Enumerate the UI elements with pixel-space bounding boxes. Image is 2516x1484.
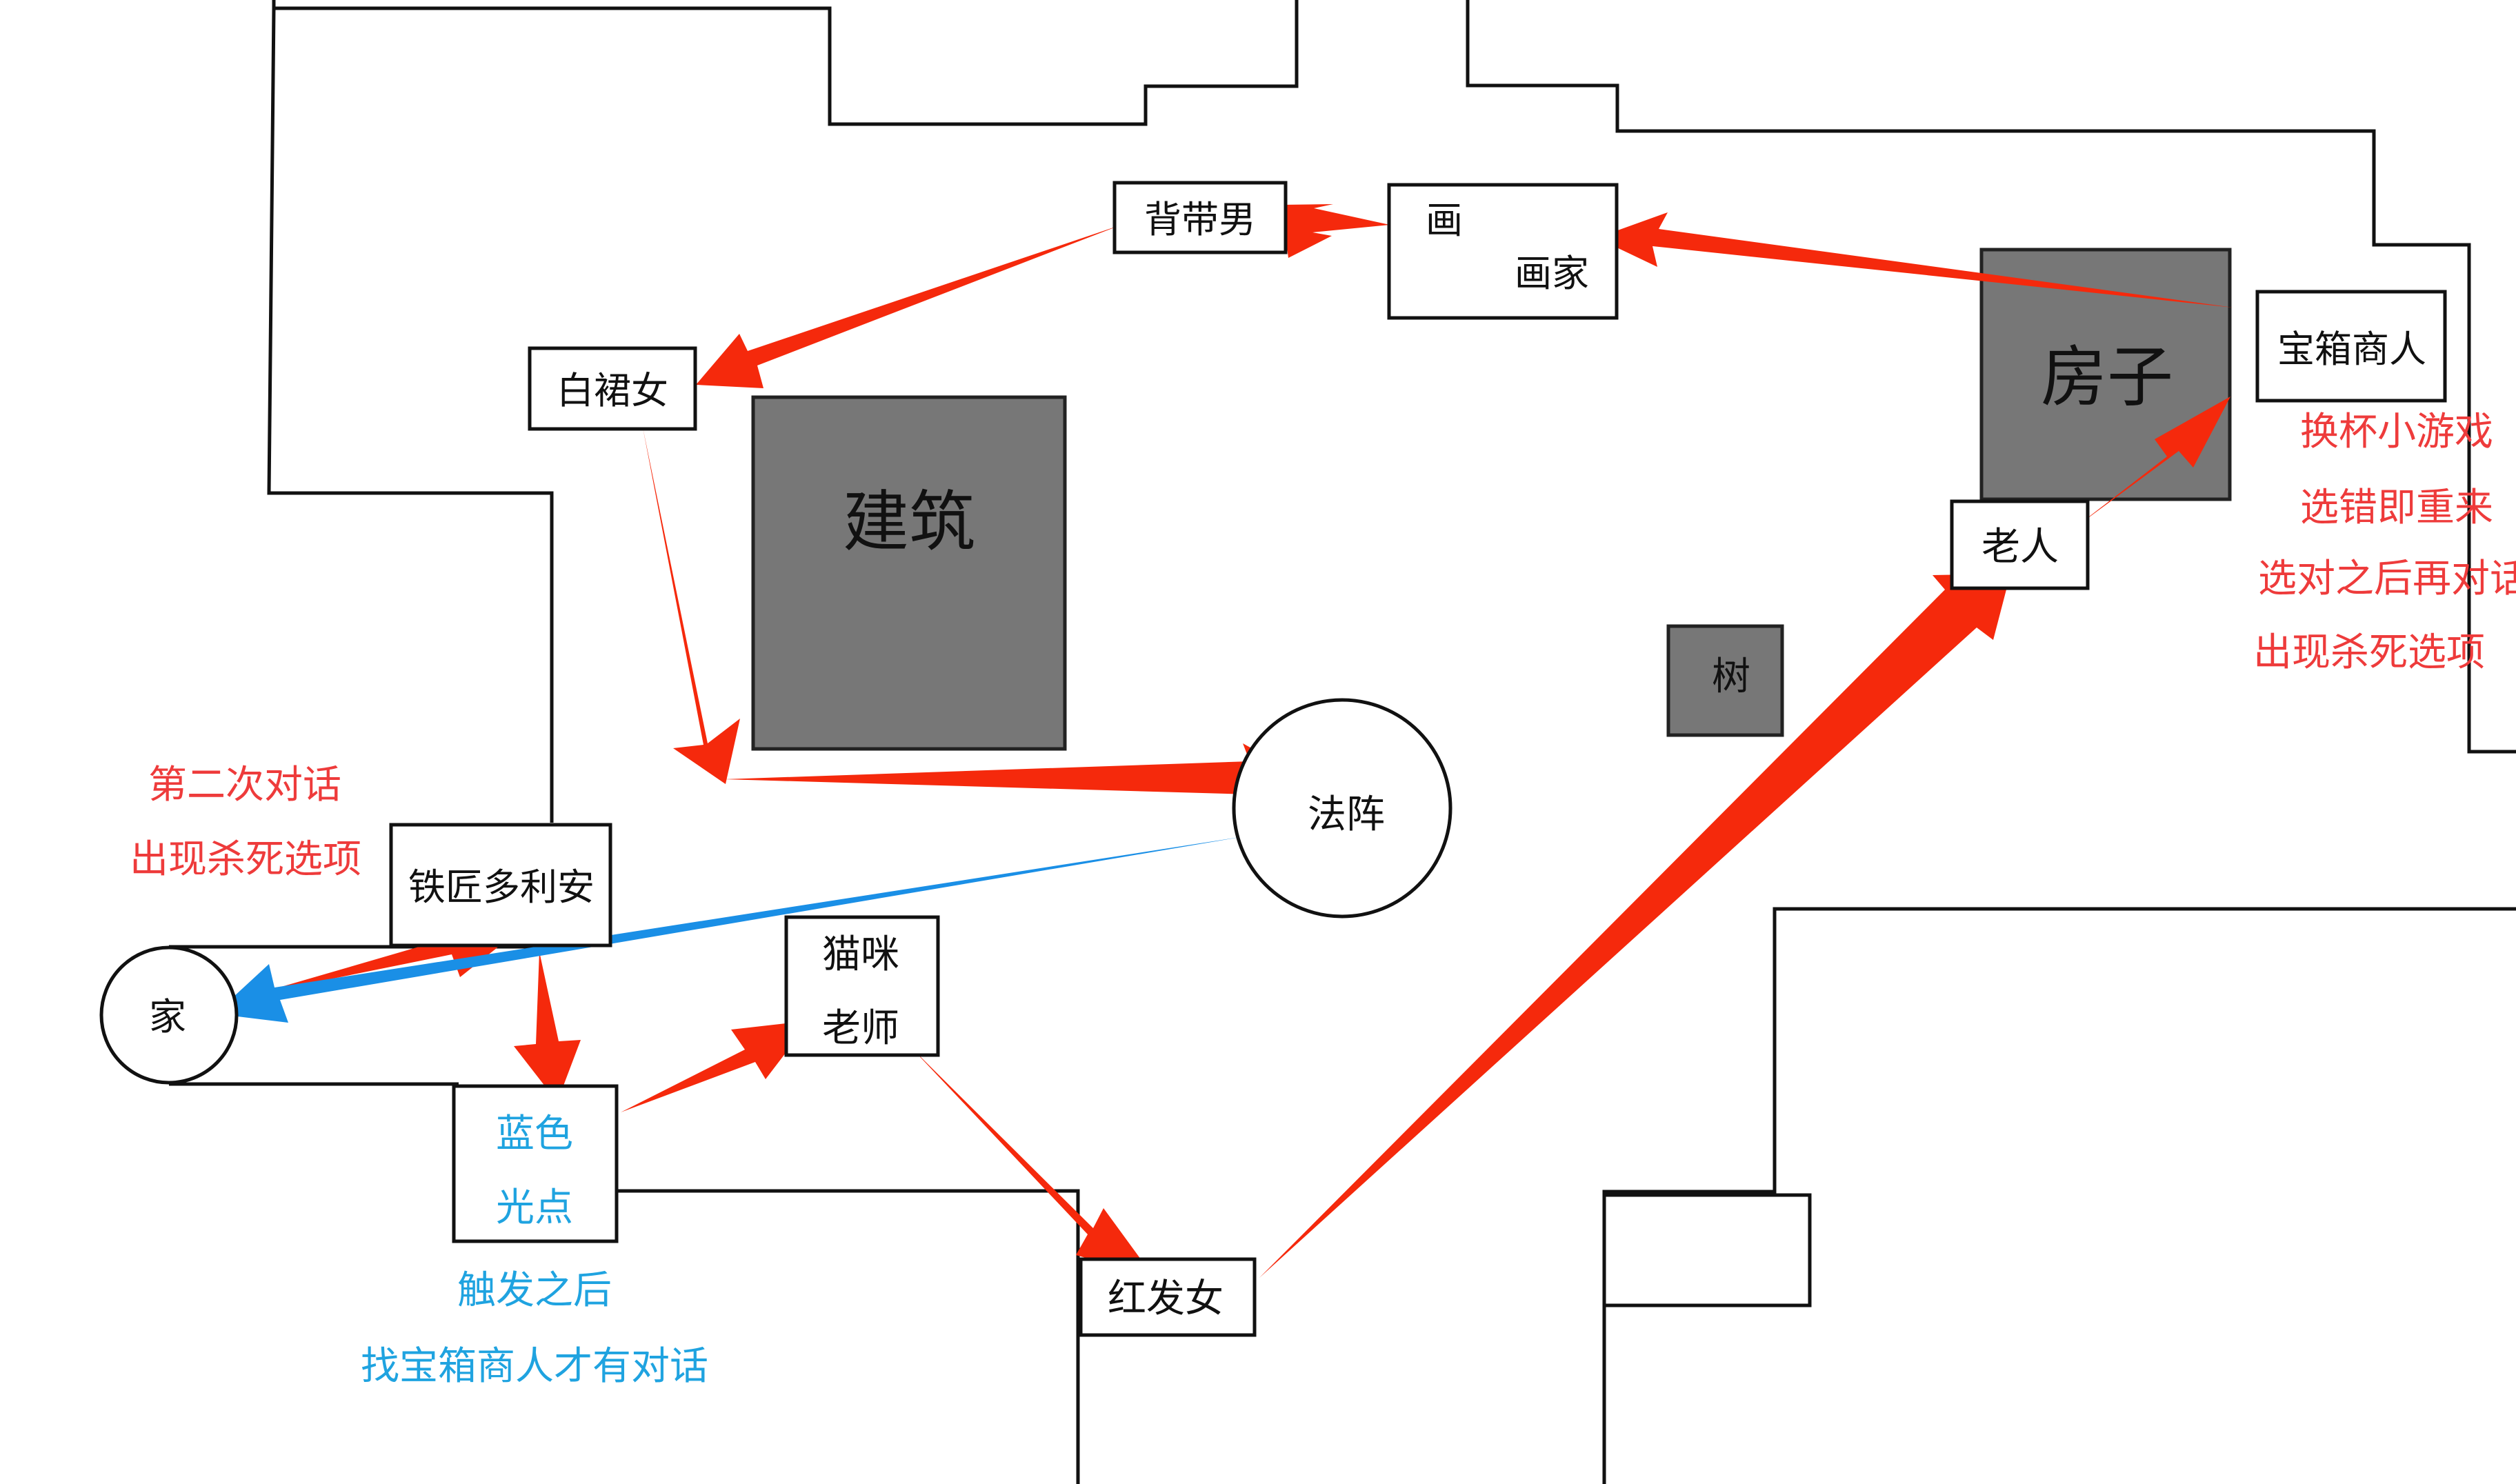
arrow-to-magic-circle [724,743,1317,812]
npc-treasure-merchant-label: 宝箱商人 [2277,328,2426,371]
npc-red-hair-woman[interactable]: 红发女 [1079,1257,1257,1337]
blacksmith-note-line-2: 出现杀死选项 [130,837,361,882]
home[interactable]: 家 [99,945,239,1085]
painter-box[interactable]: 画 画家 [1387,183,1619,320]
merchant-note-line-1: 换杯小游戏 [2300,410,2493,454]
blue-dot-note: 触发之后 找宝箱商人才有对话 [361,1268,708,1389]
arrow-magic-circle-to-home [215,836,1248,1023]
house-label: 房子 [2041,339,2173,416]
magic-circle[interactable]: 法阵 [1232,698,1452,919]
merchant-note-line-4: 出现杀死选项 [2253,630,2485,675]
building-main-label: 建筑 [843,483,975,561]
npc-blacksmith[interactable]: 铁匠多利安 [389,823,612,947]
merchant-note: 换杯小游戏 选错即重来 选对之后再对话 出现杀死选项 [2253,410,2516,675]
wall-lower-mid [616,1189,1080,1484]
npc-treasure-merchant[interactable]: 宝箱商人 [2255,290,2447,403]
blacksmith-note-line-1: 第二次对话 [148,763,341,808]
arrow-bluedot-to-cat [621,1021,810,1112]
arrow-redhair-to-oldman [1259,574,2010,1278]
npc-blacksmith-label: 铁匠多利安 [408,865,595,909]
arrow-blacksmith-to-bluedot [514,952,581,1102]
merchant-note-line-2: 选错即重来 [2300,485,2493,530]
blacksmith-note: 第二次对话 出现杀死选项 [130,763,361,882]
painting-label: 画 [1426,199,1463,242]
small-room [1602,1193,1812,1307]
npc-old-man[interactable]: 老人 [1950,499,2090,590]
arrow-backpack-to-whiteskirt [696,225,1121,388]
arrow-painter-to-backpack [1281,204,1390,258]
blue-dot-label-1: 蓝色 [496,1112,573,1156]
npc-red-hair-woman-label: 红发女 [1108,1276,1224,1321]
npc-white-skirt-woman[interactable]: 白裙女 [528,346,697,431]
arrow-whiteskirt-to-down [643,428,740,784]
npc-cat-teacher-label-2: 老师 [822,1006,899,1051]
blue-dot-note-line-1: 触发之后 [457,1268,612,1313]
wall-left [267,8,554,823]
tree: 树 [1666,624,1784,737]
arrow-cat-to-redhair [912,1048,1154,1277]
blue-dot-label-2: 光点 [496,1185,573,1230]
arrow-oldman-to-merchant [2073,397,2230,529]
arrow-merchant-to-painter [1597,212,2233,308]
npc-backpack-man[interactable]: 背带男 [1112,181,1288,254]
blue-dot-note-line-2: 找宝箱商人才有对话 [361,1344,708,1389]
npc-white-skirt-woman-label: 白裙女 [557,369,668,412]
home-label: 家 [149,995,186,1039]
wall-upper-left [272,0,1299,126]
magic-circle-label: 法阵 [1308,792,1385,837]
npc-painter-label: 画家 [1515,252,1589,295]
route-arrows [255,204,2233,1278]
blue-dot[interactable]: 蓝色 光点 [452,1084,619,1243]
wall-upper-right [1466,0,2516,754]
npc-cat-teacher-label-1: 猫咪 [822,932,899,977]
building-main: 建筑 [751,395,1067,751]
merchant-note-line-3: 选对之后再对话 [2258,556,2516,601]
npc-cat-teacher[interactable]: 猫咪 老师 [784,915,940,1057]
walls [169,0,2516,1484]
return-arrows [215,836,1248,1023]
npc-old-man-label: 老人 [1981,525,2059,570]
tree-label: 树 [1712,654,1750,699]
npc-backpack-man-label: 背带男 [1144,198,1256,241]
